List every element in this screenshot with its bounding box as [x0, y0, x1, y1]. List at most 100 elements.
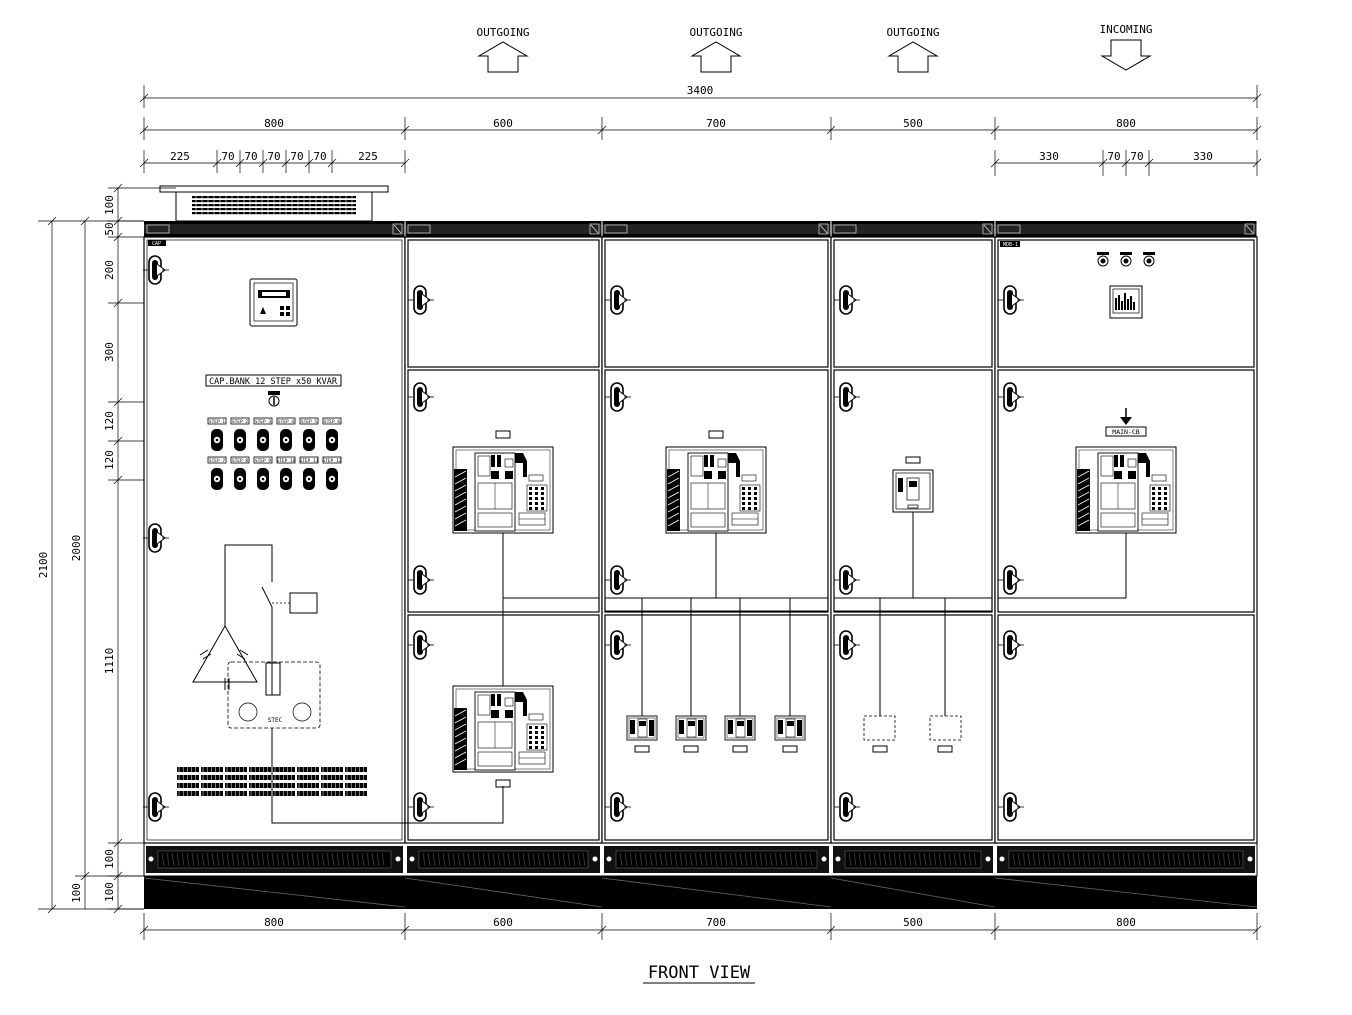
- dim-text: 100: [103, 882, 116, 902]
- door-handle-icon: [605, 285, 631, 315]
- step-label: STEP 10: [277, 458, 296, 464]
- door-handle-icon: [834, 382, 860, 412]
- dimension-sub-right: 330 70 70 330: [990, 150, 1262, 176]
- door-handle-icon: [408, 630, 434, 660]
- door-handle-icon: [143, 523, 169, 553]
- dim-text: 800: [1116, 916, 1136, 929]
- panel-outgoing-500: [830, 236, 996, 844]
- power-meter: [1109, 285, 1143, 319]
- arrow-label: OUTGOING: [690, 26, 743, 39]
- step-label: STEP 6: [324, 419, 341, 425]
- moulded-case-breaker: [774, 715, 806, 741]
- door-handle-icon: [605, 382, 631, 412]
- dim-text: 330: [1193, 150, 1213, 163]
- dim-text: 1110: [103, 648, 116, 675]
- dim-text: 700: [706, 916, 726, 929]
- plinth-vent-strip: [143, 842, 1258, 877]
- dim-text: 800: [264, 117, 284, 130]
- dim-text: 70: [244, 150, 257, 163]
- dim-text: 70: [267, 150, 280, 163]
- dim-text: 70: [290, 150, 303, 163]
- main-cb-label: MAIN-CB: [1112, 428, 1139, 436]
- dim-text: 300: [103, 342, 116, 362]
- dim-text: 800: [264, 916, 284, 929]
- step-label: STEP 5: [301, 419, 318, 425]
- step-label: STEP 3: [255, 419, 272, 425]
- dim-text: 500: [903, 916, 923, 929]
- step-indicator-row-1: STEP 1 STEP 2 STEP 3 STEP 4 STEP 5 STEP 6: [207, 417, 342, 451]
- door-handle-icon: [408, 565, 434, 595]
- dim-text: 70: [221, 150, 234, 163]
- dim-text: 2000: [70, 535, 83, 562]
- arrow-outgoing-1: OUTGOING: [477, 26, 530, 73]
- door-handle-icon: [143, 255, 169, 285]
- step-label: STEP 11: [300, 458, 319, 464]
- selector-switch: [268, 391, 280, 407]
- dim-text: 70: [1130, 150, 1143, 163]
- dim-text: 500: [903, 117, 923, 130]
- main-cb-label-plate: MAIN-CB: [1105, 408, 1147, 437]
- step-label: STEP 1: [209, 419, 226, 425]
- panel-outgoing-700: [601, 236, 832, 844]
- dim-text: 225: [170, 150, 190, 163]
- top-rail: [144, 221, 1258, 237]
- door-handle-icon: [998, 285, 1024, 315]
- brand-mark: STEC: [268, 717, 283, 724]
- step-label: STEP 7: [209, 458, 226, 464]
- step-indicator-row-2: STEP 7 STEP 8 STEP 9 STEP 10 STEP 11 STEP 12: [207, 456, 342, 490]
- roof-vent-fan: [159, 185, 389, 222]
- step-label: STEP 9: [255, 458, 272, 464]
- dim-text: 330: [1039, 150, 1059, 163]
- arrow-incoming: INCOMING: [1100, 23, 1153, 71]
- panel-tag: CAP: [152, 241, 161, 247]
- panel-incomer: MDB-1: [994, 236, 1258, 844]
- air-circuit-breaker: [665, 446, 767, 534]
- dim-text: 120: [103, 450, 116, 470]
- door-handle-icon: [834, 792, 860, 822]
- dimension-total-width: 3400: [139, 84, 1262, 108]
- step-label: STEP 8: [232, 458, 249, 464]
- dim-text: 700: [706, 117, 726, 130]
- dimension-sub-left: 225 70 70 70 70 70 225: [139, 150, 410, 173]
- pf-controller: [249, 278, 298, 327]
- pilot-lamps: [1097, 252, 1155, 267]
- door-handle-icon: [998, 382, 1024, 412]
- arrow-label: INCOMING: [1100, 23, 1153, 36]
- arrow-label: OUTGOING: [477, 26, 530, 39]
- arrow-label: OUTGOING: [887, 26, 940, 39]
- dim-text: 120: [103, 411, 116, 431]
- door-handle-icon: [998, 565, 1024, 595]
- moulded-case-breaker: [626, 715, 658, 741]
- arrow-outgoing-3: OUTGOING: [887, 26, 940, 73]
- cap-bank-label-plate: CAP.BANK 12 STEP x50 KVAR: [205, 374, 342, 387]
- arrow-outgoing-2: OUTGOING: [690, 26, 743, 73]
- door-handle-icon: [143, 792, 169, 822]
- door-handle-icon: [834, 630, 860, 660]
- air-circuit-breaker: [452, 685, 554, 773]
- dim-text: 50: [103, 222, 116, 235]
- dim-text: 200: [103, 260, 116, 280]
- door-handle-icon: [998, 792, 1024, 822]
- dimension-left-overall: 2100 2000 100: [37, 216, 144, 914]
- dim-text: 800: [1116, 117, 1136, 130]
- moulded-case-breaker: [724, 715, 756, 741]
- door-handle-icon: [408, 382, 434, 412]
- step-label: STEP 4: [278, 419, 295, 425]
- louvre-vents: [177, 767, 367, 796]
- dimension-section-widths: 800 600 700 500 800: [139, 117, 1262, 140]
- door-handle-icon: [998, 630, 1024, 660]
- dim-text: 70: [1107, 150, 1120, 163]
- door-handle-icon: [605, 792, 631, 822]
- dim-text: 100: [103, 195, 116, 215]
- door-handle-icon: [605, 565, 631, 595]
- step-label: STEP 12: [323, 458, 342, 464]
- dim-text: 100: [103, 849, 116, 869]
- dim-text: 600: [493, 117, 513, 130]
- dim-text: 225: [358, 150, 378, 163]
- door-handle-icon: [834, 565, 860, 595]
- dim-text: 3400: [687, 84, 714, 97]
- capacitor-schematic: STEC: [192, 544, 405, 824]
- door-handle-icon: [605, 630, 631, 660]
- step-label: STEP 2: [232, 419, 249, 425]
